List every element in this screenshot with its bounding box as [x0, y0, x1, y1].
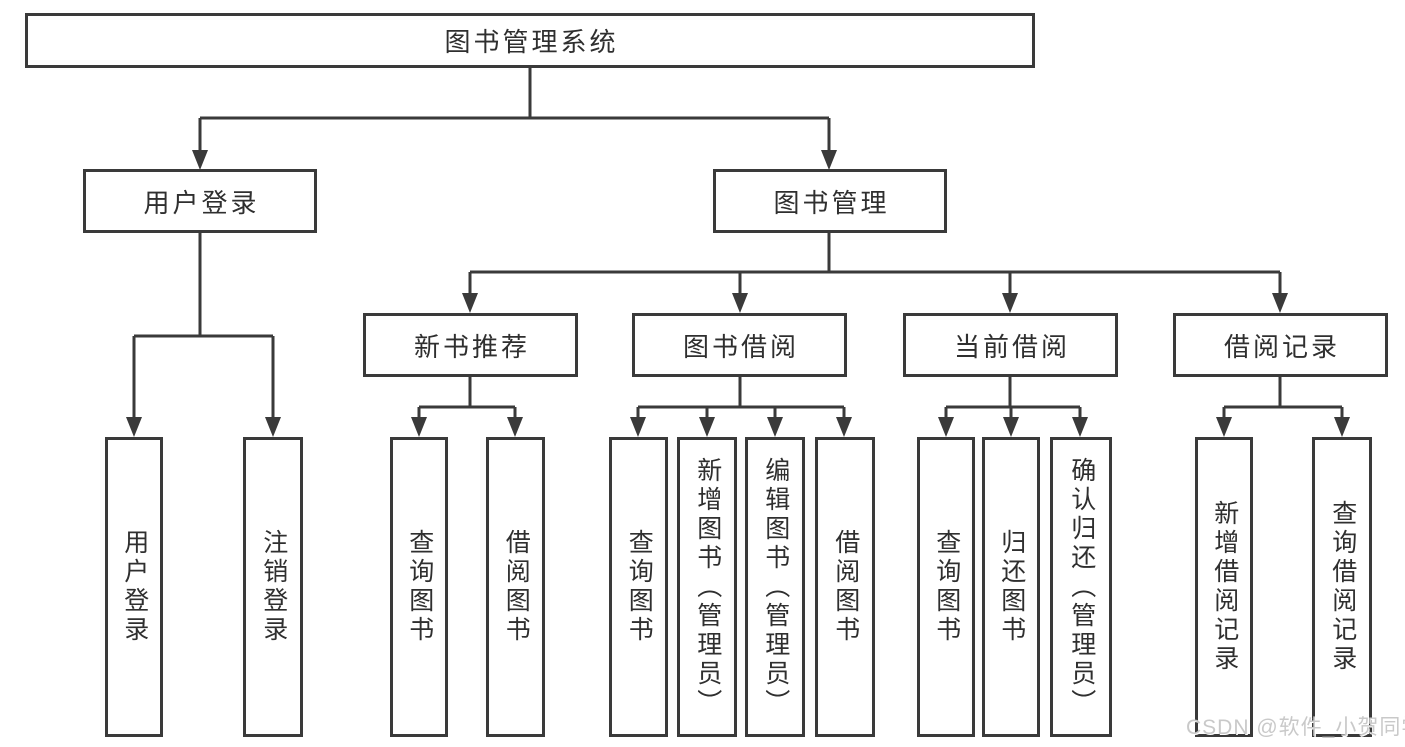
node-library-management-system: 图书管理系统	[25, 13, 1035, 68]
leaf-search-books-borrowing: 查询图书	[609, 437, 668, 737]
node-label: 查询图书	[625, 529, 654, 645]
leaf-confirm-return-admin: 确认归还（管理员）	[1050, 437, 1112, 737]
leaf-borrow-books-borrowing: 借阅图书	[815, 437, 875, 737]
leaf-search-books-recommend: 查询图书	[390, 437, 448, 737]
node-label: 图书管理	[773, 187, 890, 218]
node-label: 新书推荐	[413, 331, 530, 362]
node-label: 图书借阅	[682, 331, 799, 362]
node-label: 借阅图书	[831, 529, 860, 645]
node-borrowing-records: 借阅记录	[1173, 313, 1388, 377]
node-label: 注销登录	[259, 529, 288, 645]
node-label: 归还图书	[997, 529, 1026, 645]
leaf-search-books-current: 查询图书	[917, 437, 975, 737]
leaf-logout: 注销登录	[243, 437, 303, 737]
node-book-management: 图书管理	[713, 169, 947, 233]
node-label: 图书管理系统	[444, 27, 619, 57]
leaf-edit-books-admin: 编辑图书（管理员）	[745, 437, 805, 737]
node-book-borrowing: 图书借阅	[632, 313, 847, 377]
leaf-search-borrow-record: 查询借阅记录	[1312, 437, 1372, 737]
node-label: 当前借阅	[953, 331, 1070, 362]
leaf-add-borrow-record: 新增借阅记录	[1195, 437, 1253, 737]
node-user-login: 用户登录	[83, 169, 317, 233]
node-label: 新增图书（管理员）	[693, 456, 722, 718]
watermark: CSDN @软件_小贺同学	[1186, 716, 1405, 739]
node-current-borrowing: 当前借阅	[903, 313, 1118, 377]
node-label: 用户登录	[143, 187, 260, 218]
node-label: 查询图书	[932, 529, 961, 645]
leaf-user-login: 用户登录	[105, 437, 163, 737]
node-label: 查询图书	[405, 529, 434, 645]
node-label: 新增借阅记录	[1210, 500, 1239, 674]
node-label: 查询借阅记录	[1328, 500, 1357, 674]
node-label: 借阅图书	[502, 529, 531, 645]
node-label: 确认归还（管理员）	[1067, 456, 1096, 718]
node-new-book-recommendation: 新书推荐	[363, 313, 578, 377]
node-label: 借阅记录	[1223, 331, 1340, 362]
leaf-borrow-books-recommend: 借阅图书	[486, 437, 545, 737]
node-label: 用户登录	[120, 529, 149, 645]
node-label: 编辑图书（管理员）	[761, 456, 790, 718]
leaf-return-books: 归还图书	[982, 437, 1040, 737]
leaf-add-books-admin: 新增图书（管理员）	[677, 437, 737, 737]
